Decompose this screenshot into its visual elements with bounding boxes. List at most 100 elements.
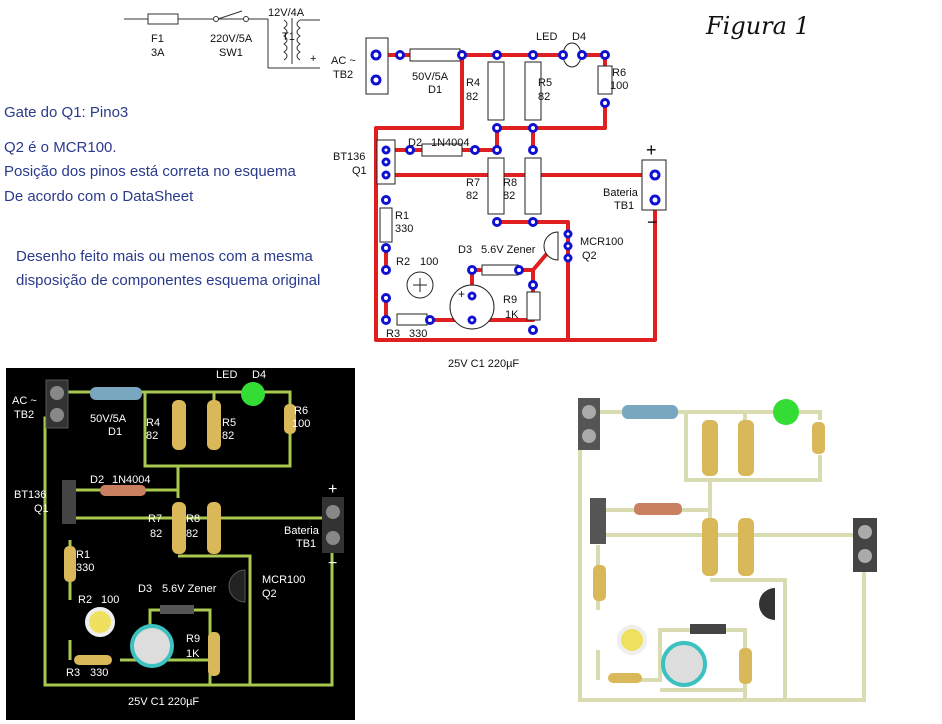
resistor-r8-light: [738, 518, 754, 576]
trimpot-r2-dark: [85, 607, 115, 637]
svg-text:+: +: [458, 287, 465, 301]
label-ac: AC ~: [331, 55, 356, 67]
dark-label-r8: R8: [186, 513, 200, 525]
label-q2: Q2: [582, 250, 597, 262]
label-d3: D3: [458, 244, 472, 256]
label-mcr100: MCR100: [580, 236, 623, 248]
resistor-r4-dark: [172, 400, 186, 450]
label-f1-value: 3A: [151, 47, 165, 59]
terminal-tb2: [365, 37, 389, 95]
resistor-r3: [396, 313, 428, 326]
label-d2: D2: [408, 137, 422, 149]
label-r3-value: 330: [409, 328, 427, 340]
dark-label-c1: 25V C1 220µF: [128, 696, 199, 708]
label-r9: R9: [503, 294, 517, 306]
label-tb2: TB2: [333, 69, 353, 81]
diode-d1-light: [622, 405, 678, 419]
dark-label-d2: D2: [90, 474, 104, 486]
resistor-r5: [524, 61, 542, 121]
label-r7: R7: [466, 177, 480, 189]
note-drawing-2: disposição de componentes esquema origin…: [16, 272, 321, 289]
label-bt136: BT136: [333, 151, 365, 163]
diode-d2-dark: [100, 485, 146, 496]
resistor-r6-dark: [284, 404, 296, 434]
label-sw1-value: 220V/5A: [210, 33, 253, 45]
label-q1: Q1: [352, 165, 367, 177]
note-gate: Gate do Q1: Pino3: [4, 104, 129, 121]
top-schematic: + F1 3A 220V/5A SW1 12V/4A T1: [124, 7, 667, 370]
label-r1: R1: [395, 210, 409, 222]
dark-label-tb2: TB2: [14, 409, 34, 421]
label-t1-value: 12V/4A: [268, 7, 305, 19]
resistor-r1-light: [593, 565, 606, 601]
label-f1: F1: [151, 33, 164, 45]
label-bateria: Bateria: [603, 187, 639, 199]
dark-label-plus: +: [328, 481, 337, 498]
label-r1-value: 330: [395, 223, 413, 235]
resistor-r3-dark: [74, 655, 112, 665]
resistor-r8-dark: [207, 502, 221, 554]
label-led: LED: [536, 31, 557, 43]
note-datasheet: De acordo com o DataSheet: [4, 188, 194, 205]
red-traces: [374, 53, 657, 342]
dark-label-d1: D1: [108, 426, 122, 438]
note-pins: Posição dos pinos está correta no esquem…: [4, 163, 296, 180]
dark-label-d3-value: 5.6V Zener: [162, 583, 217, 595]
resistor-r9-dark: [208, 632, 220, 676]
dark-label-d4: D4: [252, 369, 266, 381]
diode-d1: [409, 48, 461, 62]
dark-label-r7: R7: [148, 513, 162, 525]
zener-d3-dark: [160, 605, 194, 614]
dark-label-bateria: Bateria: [284, 525, 320, 537]
resistor-r8: [524, 157, 542, 215]
note-q2: Q2 é o MCR100.: [4, 139, 117, 156]
resistor-r5-light: [738, 420, 754, 476]
label-sw1: SW1: [219, 47, 243, 59]
label-r2: R2: [396, 256, 410, 268]
dark-label-r1: R1: [76, 549, 90, 561]
capacitor-c1: [449, 284, 495, 330]
label-minus: −: [647, 212, 658, 232]
resistor-r6-light: [812, 422, 825, 454]
label-plus: +: [646, 140, 657, 160]
svg-text:+: +: [310, 53, 316, 65]
dark-label-q2: Q2: [262, 588, 277, 600]
label-r6: R6: [612, 67, 626, 79]
dark-label-r7-value: 82: [150, 528, 162, 540]
zener-d3: [481, 264, 519, 276]
dark-label-r5-value: 82: [222, 430, 234, 442]
dark-label-mcr100: MCR100: [262, 574, 305, 586]
label-r2-value: 100: [420, 256, 438, 268]
resistor-r7: [487, 157, 505, 215]
label-d1: D1: [428, 84, 442, 96]
dark-label-r3-value: 330: [90, 667, 108, 679]
diode-d2-light: [634, 503, 682, 515]
dark-label-q1: Q1: [34, 503, 49, 515]
dark-label-r8-value: 82: [186, 528, 198, 540]
switch-sw1: [217, 10, 243, 20]
dark-label-d2-value: 1N4004: [112, 474, 151, 486]
label-r7-value: 82: [466, 190, 478, 202]
dark-label-r6-value: 100: [292, 418, 310, 430]
triac-q1-light: [590, 498, 606, 544]
dark-label-r9-value: 1K: [186, 648, 200, 660]
dark-label-r2: R2: [78, 594, 92, 606]
label-t1: T1: [282, 31, 295, 43]
label-d1-value: 50V/5A: [412, 71, 449, 83]
resistor-r9-light: [739, 648, 752, 684]
label-r8-value: 82: [503, 190, 515, 202]
label-r4-value: 82: [466, 91, 478, 103]
resistor-r5-dark: [207, 400, 221, 450]
capacitor-c1-dark: [130, 624, 174, 668]
label-d2-value: 1N4004: [431, 137, 470, 149]
light-traces: [578, 410, 866, 702]
dark-label-minus: −: [328, 555, 337, 572]
dark-label-tb1: TB1: [296, 538, 316, 550]
transformer-t1: [283, 19, 288, 61]
label-tb1: TB1: [614, 200, 634, 212]
label-d3-value: 5.6V Zener: [481, 244, 536, 256]
label-r3: R3: [386, 328, 400, 340]
trimpot-r2-light: [617, 625, 647, 655]
resistor-r9: [526, 291, 541, 321]
label-d4: D4: [572, 31, 586, 43]
